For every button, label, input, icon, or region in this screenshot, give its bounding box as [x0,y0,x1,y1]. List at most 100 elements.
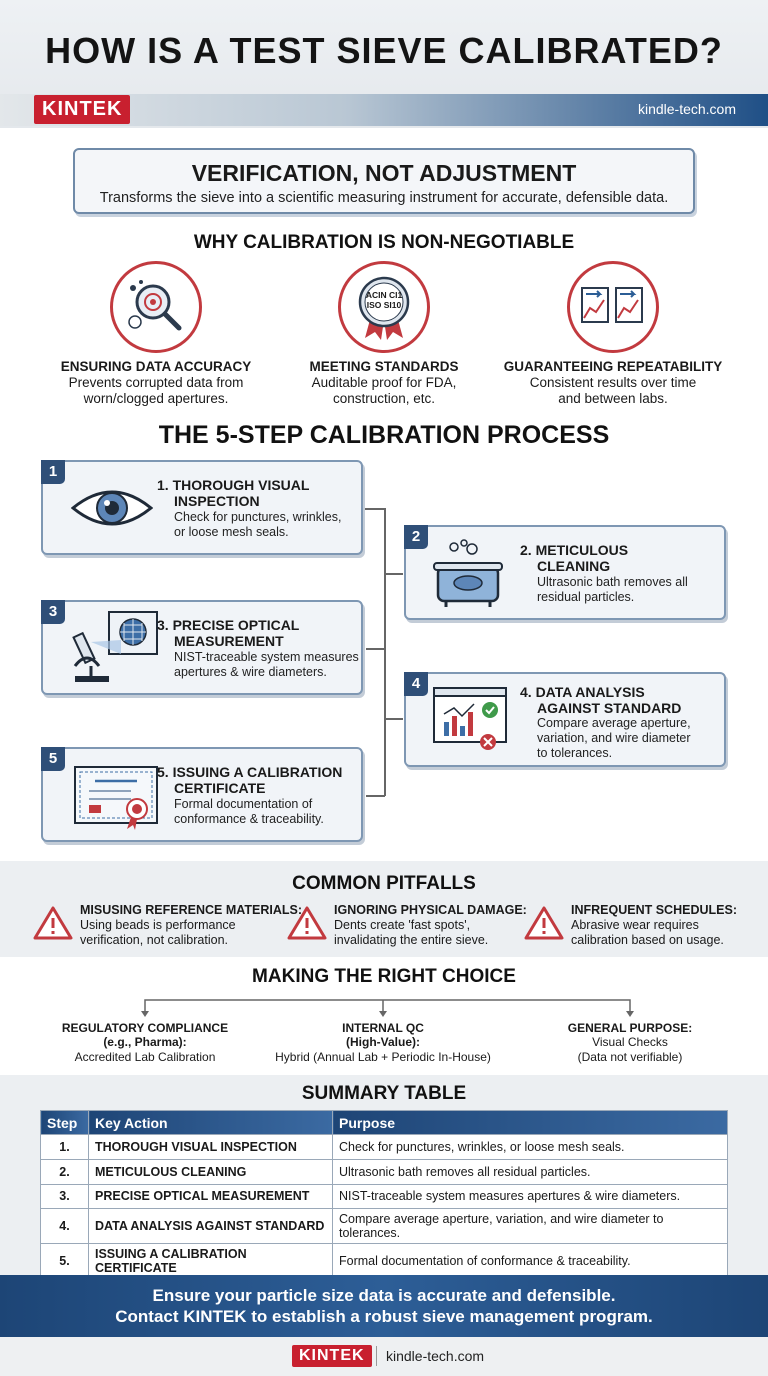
table-row: 5. ISSUING A CALIBRATION CERTIFICATE For… [40,1243,728,1280]
step-number-4: 4 [404,672,428,696]
choice-title-2a: INTERNAL QC [342,1021,424,1035]
choice-desc-2: Hybrid (Annual Lab + Periodic In-House) [275,1050,491,1064]
table-cell: METICULOUS CLEANING [88,1158,333,1185]
column-header: Step [40,1110,89,1135]
choice-desc-3b: (Data not verifiable) [577,1050,683,1064]
choice-title-3: GENERAL PURPOSE: [567,1021,693,1035]
table-header-row: Step Key Action Purpose [40,1110,728,1135]
step-title-2b: CLEANING [537,558,611,574]
step-desc-1a: Check for punctures, wrinkles, [174,510,342,524]
why-title-accuracy: ENSURING DATA ACCURACY [60,359,252,374]
choice-desc-3a: Visual Checks [592,1035,668,1049]
step-desc-4a: Compare average aperture, [537,716,691,730]
pitfalls-section [0,861,768,957]
table-cell: 4. [40,1208,89,1245]
pitfall-desc-3a: Abrasive wear requires [571,918,699,932]
step-title-3b: MEASUREMENT [174,633,284,649]
footer-divider [376,1346,377,1366]
column-header: Key Action [88,1110,333,1135]
step-desc-5b: conformance & traceability. [174,812,324,826]
connector [385,573,403,575]
step-desc-5a: Formal documentation of [174,797,313,811]
connector [366,648,385,650]
header-url-link[interactable]: kindle-tech.com [637,101,736,117]
pitfall-title-3: INFREQUENT SCHEDULES: [571,903,737,917]
table-row: 3. PRECISE OPTICAL MEASUREMENT NIST-trac… [40,1183,728,1210]
step-title-3a: 3. PRECISE OPTICAL [157,617,300,633]
connector-spine [384,508,386,796]
step-title-5b: CERTIFICATE [174,780,266,796]
step-desc-4c: to tolerances. [537,746,613,760]
cta-line-2: Contact KINTEK to establish a robust sie… [115,1307,653,1326]
choice-desc-1: Accredited Lab Calibration [74,1050,216,1064]
table-cell: Check for punctures, wrinkles, or loose … [332,1134,728,1160]
column-header: Purpose [332,1110,728,1135]
pitfall-title-2: IGNORING PHYSICAL DAMAGE: [334,903,527,917]
step-desc-1b: or loose mesh seals. [174,525,289,539]
why-desc-standards-2: construction, etc. [332,391,436,406]
choice-title-2b: (High-Value): [346,1035,420,1049]
why-desc-accuracy-1: Prevents corrupted data from [68,375,244,390]
certification-badge-icon [338,261,430,353]
summary-table: Step Key Action Purpose 1. THOROUGH VISU… [40,1110,728,1280]
kintek-logo[interactable]: KINTEK [34,95,131,124]
choice-heading: MAKING THE RIGHT CHOICE [252,966,516,987]
table-row: 1. THOROUGH VISUAL INSPECTION Check for … [40,1134,728,1160]
step-desc-3b: apertures & wire diameters. [174,665,327,679]
table-cell: NIST-traceable system measures apertures… [332,1183,728,1210]
verification-heading: VERIFICATION, NOT ADJUSTMENT [191,160,577,186]
choice-title-1a: REGULATORY COMPLIANCE [61,1021,229,1035]
footer-url-link[interactable]: kindle-tech.com [386,1348,485,1364]
step-title-4a: 4. DATA ANALYSIS [520,684,645,700]
pitfall-desc-1b: verification, not calibration. [80,933,228,947]
badge-text-1: ACIN CI1 [365,290,403,300]
step-title-5a: 5. ISSUING A CALIBRATION [157,764,343,780]
why-title-repeatability: GUARANTEEING REPEATABILITY [503,359,723,374]
eye-icon [71,490,153,526]
table-cell: ISSUING A CALIBRATION CERTIFICATE [88,1243,333,1280]
table-cell: 3. [40,1183,89,1210]
connector [363,508,385,510]
cta-banner [0,1275,768,1337]
table-cell: Ultrasonic bath removes all residual par… [332,1158,728,1185]
process-heading: THE 5-STEP CALIBRATION PROCESS [158,421,610,449]
footer-kintek-logo[interactable]: KINTEK [292,1345,372,1367]
why-title-standards: MEETING STANDARDS [309,359,459,374]
step-title-1a: 1. THOROUGH VISUAL [157,477,310,493]
step-card-4: 4 4. DATA ANALYSIS AGAINST STANDARD Comp… [404,672,726,767]
pitfall-title-1: MISUSING REFERENCE MATERIALS: [80,903,302,917]
table-cell: 1. [40,1134,89,1160]
verification-subtitle: Transforms the sieve into a scientific m… [99,190,669,206]
table-cell: DATA ANALYSIS AGAINST STANDARD [88,1208,333,1245]
step-title-4b: AGAINST STANDARD [537,700,682,716]
table-cell: 5. [40,1243,89,1280]
warning-icon [33,906,73,940]
table-cell: 2. [40,1158,89,1185]
step-card-2: 2 2. METICULOUS CLEANING Ultrasonic bath… [404,525,726,620]
table-row: 2. METICULOUS CLEANING Ultrasonic bath r… [40,1158,728,1185]
why-desc-accuracy-2: worn/clogged apertures. [83,391,229,406]
footer [0,1337,768,1376]
step-desc-4b: variation, and wire diameter [537,731,691,745]
choice-connector [141,999,634,1017]
badge-text-2: ISO SI10 [366,300,402,310]
certificate-icon [74,766,158,830]
page-title: HOW IS A TEST SIEVE CALIBRATED? [45,30,723,71]
ultrasonic-bath-icon [433,539,503,607]
step-desc-3a: NIST-traceable system measures [174,650,359,664]
step-card-5: 5 5. ISSUING A CALIBRATION CERTIFICATE F… [41,747,363,842]
table-cell: Formal documentation of conformance & tr… [332,1243,728,1280]
step-card-1: 1 1. THOROUGH VISUAL INSPECTION Check fo… [41,460,363,555]
why-desc-standards-1: Auditable proof for FDA, [311,375,457,390]
step-number-1: 1 [41,460,65,484]
pitfall-desc-2b: invalidating the entire sieve. [334,933,489,947]
step-title-1b: INSPECTION [174,493,260,509]
step-number-2: 2 [404,525,428,549]
step-number-3: 3 [41,600,65,624]
magnifier-target-icon [110,261,202,353]
trend-charts-icon [567,261,659,353]
table-cell: THOROUGH VISUAL INSPECTION [88,1134,333,1160]
pitfalls-heading: COMMON PITFALLS [292,873,476,894]
why-desc-repeatability-1: Consistent results over time [529,375,697,390]
microscope-icon [72,611,158,682]
